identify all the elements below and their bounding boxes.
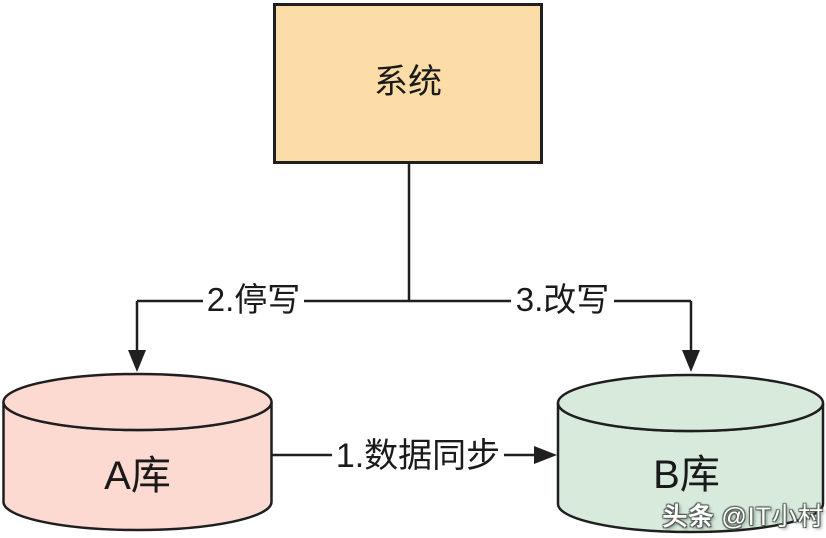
edge-label-data-sync: 1.数据同步 bbox=[332, 431, 504, 480]
arrowhead-down-a-icon bbox=[128, 350, 146, 372]
watermark-brand: 头条 bbox=[662, 503, 715, 531]
database-a-cylinder-top bbox=[2, 372, 273, 432]
edge-label-rewrite: 3.改写 bbox=[511, 276, 614, 323]
watermark-handle: @IT小村 bbox=[721, 503, 824, 531]
arrowhead-right-sync-icon bbox=[534, 446, 557, 464]
database-b-label: B库 bbox=[653, 453, 720, 497]
watermark: 头条@IT小村 bbox=[640, 497, 824, 533]
system-box bbox=[273, 3, 543, 164]
edge-label-stop-write: 2.停写 bbox=[203, 276, 304, 323]
system-box-label: 系统 bbox=[374, 63, 442, 102]
database-a-label: A库 bbox=[104, 454, 171, 498]
arrowhead-down-b-icon bbox=[682, 350, 700, 372]
database-b-cylinder-top bbox=[556, 373, 825, 433]
